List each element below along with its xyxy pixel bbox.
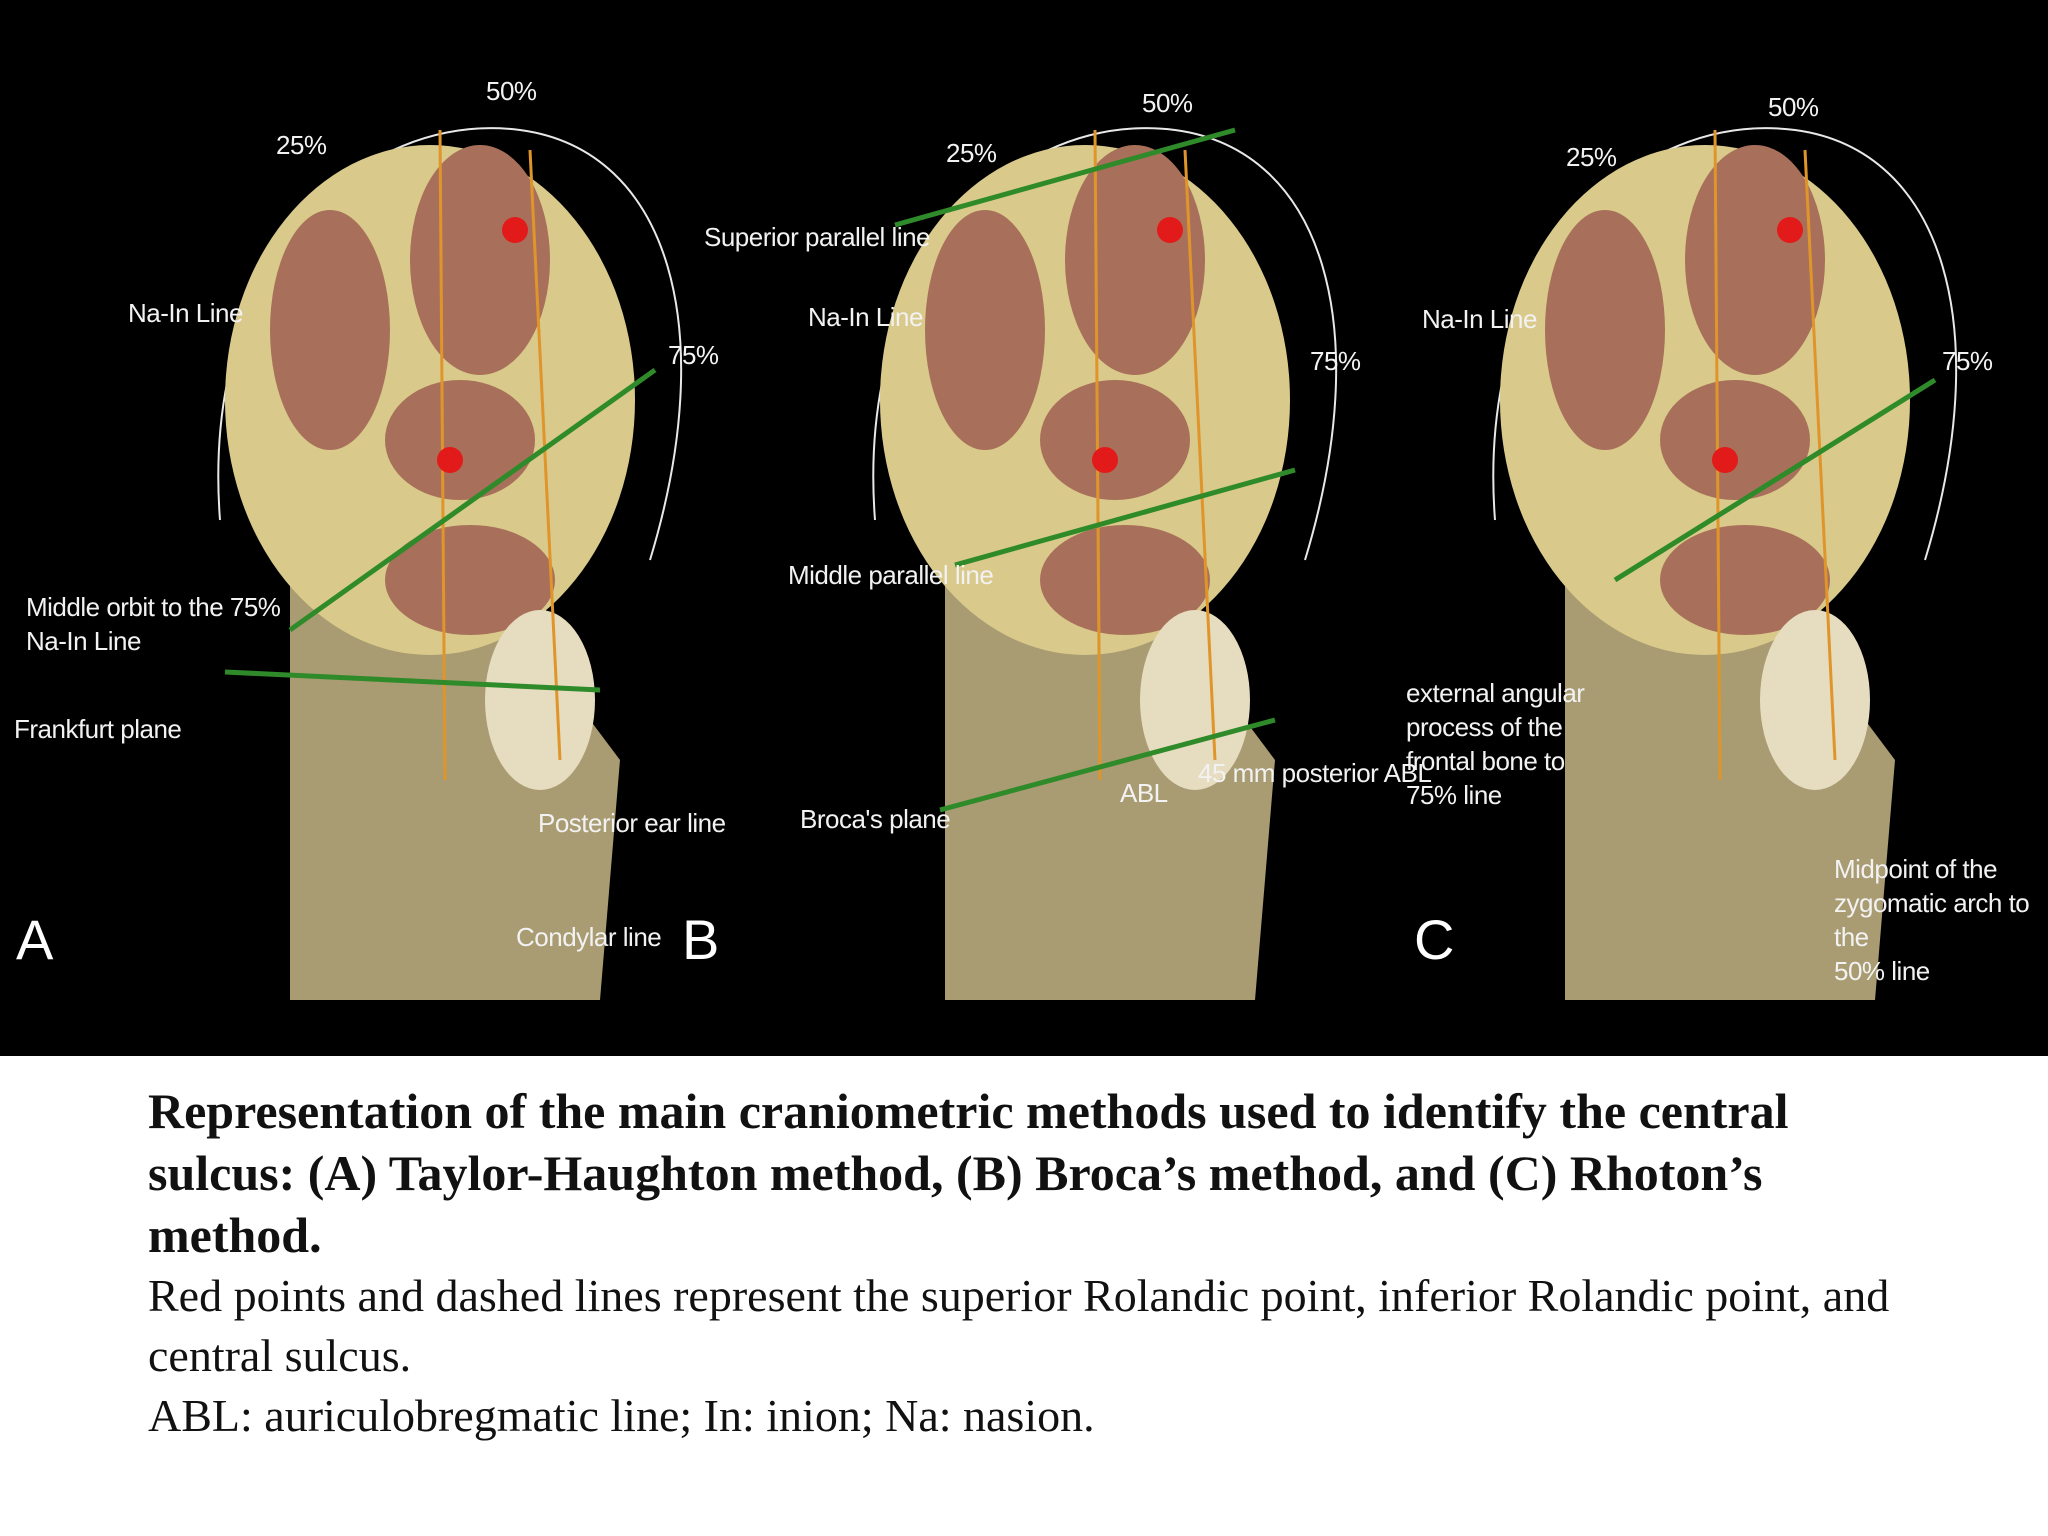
panel-c-angular-process-line [1613, 377, 1937, 583]
panel-a-50-label: 50% [486, 76, 537, 106]
panel-b-brocas-plane-line [939, 717, 1276, 813]
panel-a-na-in-label: Na-In Line [128, 298, 243, 328]
panel-a-brain-parietal [410, 145, 550, 375]
panel-a-ear [485, 610, 595, 790]
panel-c-ear [1760, 610, 1870, 790]
panel-c-superior-rolandic-point [1777, 217, 1803, 243]
panel-a-brain-frontal [270, 210, 390, 450]
panel-b-75-label: 75% [1310, 346, 1361, 376]
panel-a-posterior-ear-label: Posterior ear line [538, 808, 726, 838]
panel-b-superior-parallel-line [894, 127, 1236, 228]
panel-c-orange-line-2 [1803, 149, 1837, 761]
caption-line-2: ABL: auriculobregmatic line; In: inion; … [148, 1390, 1095, 1441]
panel-a-brain-middle [385, 380, 535, 500]
panel-a-frankfurt-line [224, 669, 601, 693]
panel-a-orange-line-2 [528, 149, 562, 761]
skull-illustrations [217, 127, 1958, 1000]
panel-b-orange-line-2 [1183, 149, 1217, 761]
panel-c-midpoint-zygomatic-label: Midpoint of the zygomatic arch to the 50… [1834, 854, 2030, 986]
panel-c-brain-middle [1660, 380, 1810, 500]
panel-b-superior-rolandic-point [1157, 217, 1183, 243]
panel-c-brain-parietal [1685, 145, 1825, 375]
figure-caption: Representation of the main craniometric … [148, 1080, 1908, 1446]
panel-a-25-label: 25% [276, 130, 327, 160]
panel-c-50-label: 50% [1768, 92, 1819, 122]
panel-b-brocas-plane-label: Broca's plane [800, 804, 951, 834]
panel-c-inferior-rolandic-point [1712, 447, 1738, 473]
panel-a-middle-orbit-line [288, 367, 657, 633]
panel-c-na-in-label: Na-In Line [1422, 304, 1537, 334]
panel-a-condylar-label: Condylar line [516, 922, 662, 952]
panel-b-na-in-label: Na-In Line [808, 302, 923, 332]
panel-c-brain-temporal [1660, 525, 1830, 635]
panel-c-25-label: 25% [1566, 142, 1617, 172]
panel-b-abl-label: ABL [1120, 778, 1168, 808]
panel-b-brain-middle [1040, 380, 1190, 500]
panel-b-letter: B [682, 908, 720, 971]
panel-a-75-label: 75% [668, 340, 719, 370]
caption-line-1: Red points and dashed lines represent th… [148, 1270, 1890, 1381]
panel-b-inferior-rolandic-point [1092, 447, 1118, 473]
panel-a-frankfurt-label: Frankfurt plane [14, 714, 182, 744]
anatomical-figure: 25% 50% 75% Na-In Line Middle orbit to t… [0, 0, 2048, 1056]
panel-b-middle-parallel-label: Middle parallel line [788, 560, 994, 590]
panel-a-letter: A [16, 908, 54, 971]
panel-c-letter: C [1414, 908, 1455, 971]
panel-b-ear [1140, 610, 1250, 790]
panel-b-brain-parietal [1065, 145, 1205, 375]
panel-a-brain-temporal [385, 525, 555, 635]
panel-b-25-label: 25% [946, 138, 997, 168]
panel-b-superior-parallel-label: Superior parallel line [704, 222, 931, 252]
panel-a-inferior-rolandic-point [437, 447, 463, 473]
panel-b-50-label: 50% [1142, 88, 1193, 118]
panel-c-75-label: 75% [1942, 346, 1993, 376]
panel-c-brain-frontal [1545, 210, 1665, 450]
panel-a-middle-orbit-label: Middle orbit to the 75% Na-In Line [26, 592, 281, 656]
panel-b-posterior-abl-label: 45 mm posterior ABL [1198, 758, 1432, 788]
panel-a-superior-rolandic-point [502, 217, 528, 243]
caption-title: Representation of the main craniometric … [148, 1083, 1789, 1263]
panel-b-brain-frontal [925, 210, 1045, 450]
panel-b-middle-parallel-line [954, 467, 1296, 568]
panel-b-brain-temporal [1040, 525, 1210, 635]
panel-c-external-angular-label: external angular process of the frontal … [1406, 678, 1585, 810]
